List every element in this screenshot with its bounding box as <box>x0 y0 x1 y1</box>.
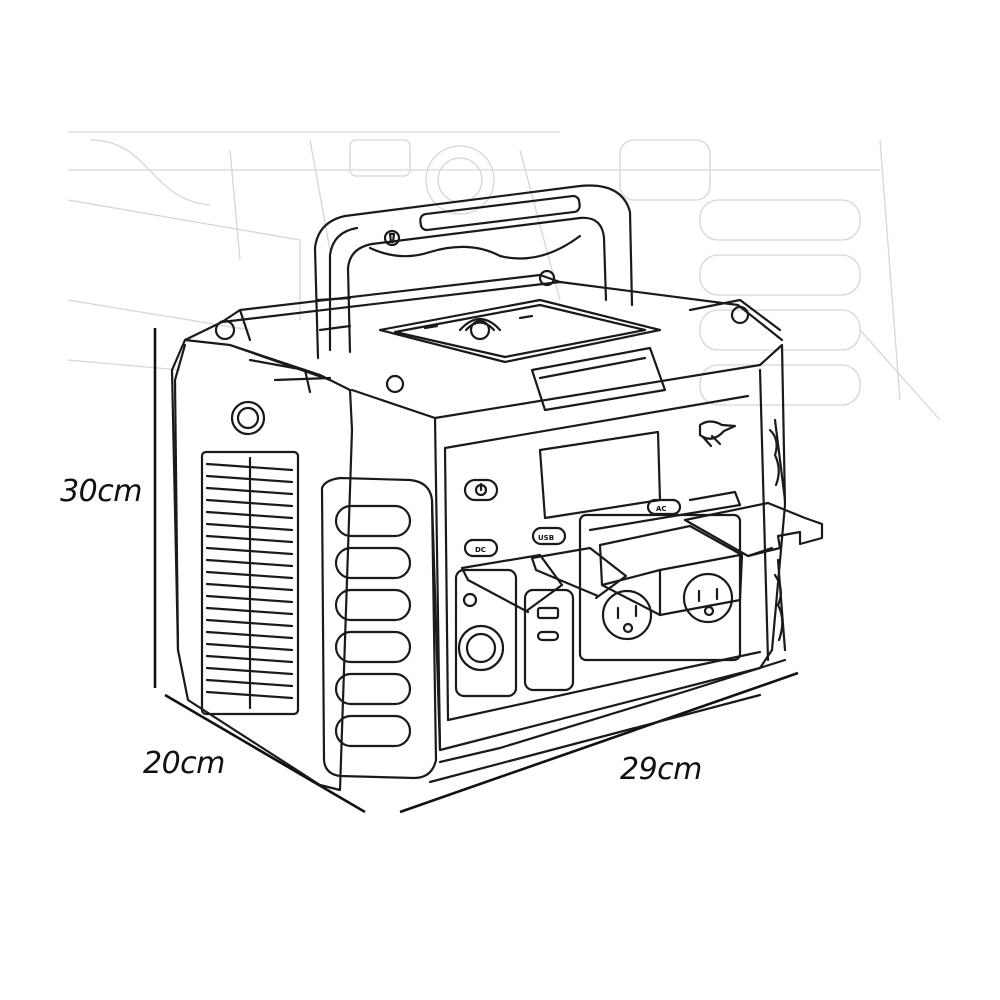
height-dimension-label: 30cm <box>60 474 142 509</box>
ac-outlet-2 <box>682 572 734 624</box>
depth-dimension-label: 20cm <box>143 746 225 781</box>
depth-dimension-line <box>164 693 366 814</box>
ac-port-label: AC <box>656 505 667 513</box>
wireless-charging-pad <box>378 298 662 364</box>
side-knob <box>230 400 266 436</box>
left-side-panel <box>170 338 354 792</box>
ac-outlet-1 <box>601 589 653 641</box>
width-dimension-line <box>399 671 799 814</box>
usb-port-block <box>523 526 628 692</box>
dimension-lines <box>153 328 799 814</box>
front-corner-bumper <box>320 476 438 780</box>
lcd-screen <box>538 430 662 520</box>
usb-port-label: USB <box>538 534 554 542</box>
power-button <box>463 478 499 502</box>
width-dimension-label: 29cm <box>620 752 702 787</box>
power-station <box>170 184 824 792</box>
brand-bird-icon <box>698 420 737 448</box>
dc-port-block <box>454 538 564 698</box>
ghost-background-sketch <box>67 131 941 421</box>
wireless-charging-icon <box>469 319 491 341</box>
ac-outlet-block <box>578 490 824 662</box>
dc-port-label: DC <box>475 546 486 554</box>
side-vent-grille <box>200 450 300 716</box>
top-display-window <box>530 346 667 412</box>
front-face <box>350 343 787 752</box>
flashlight-icon <box>383 229 401 247</box>
